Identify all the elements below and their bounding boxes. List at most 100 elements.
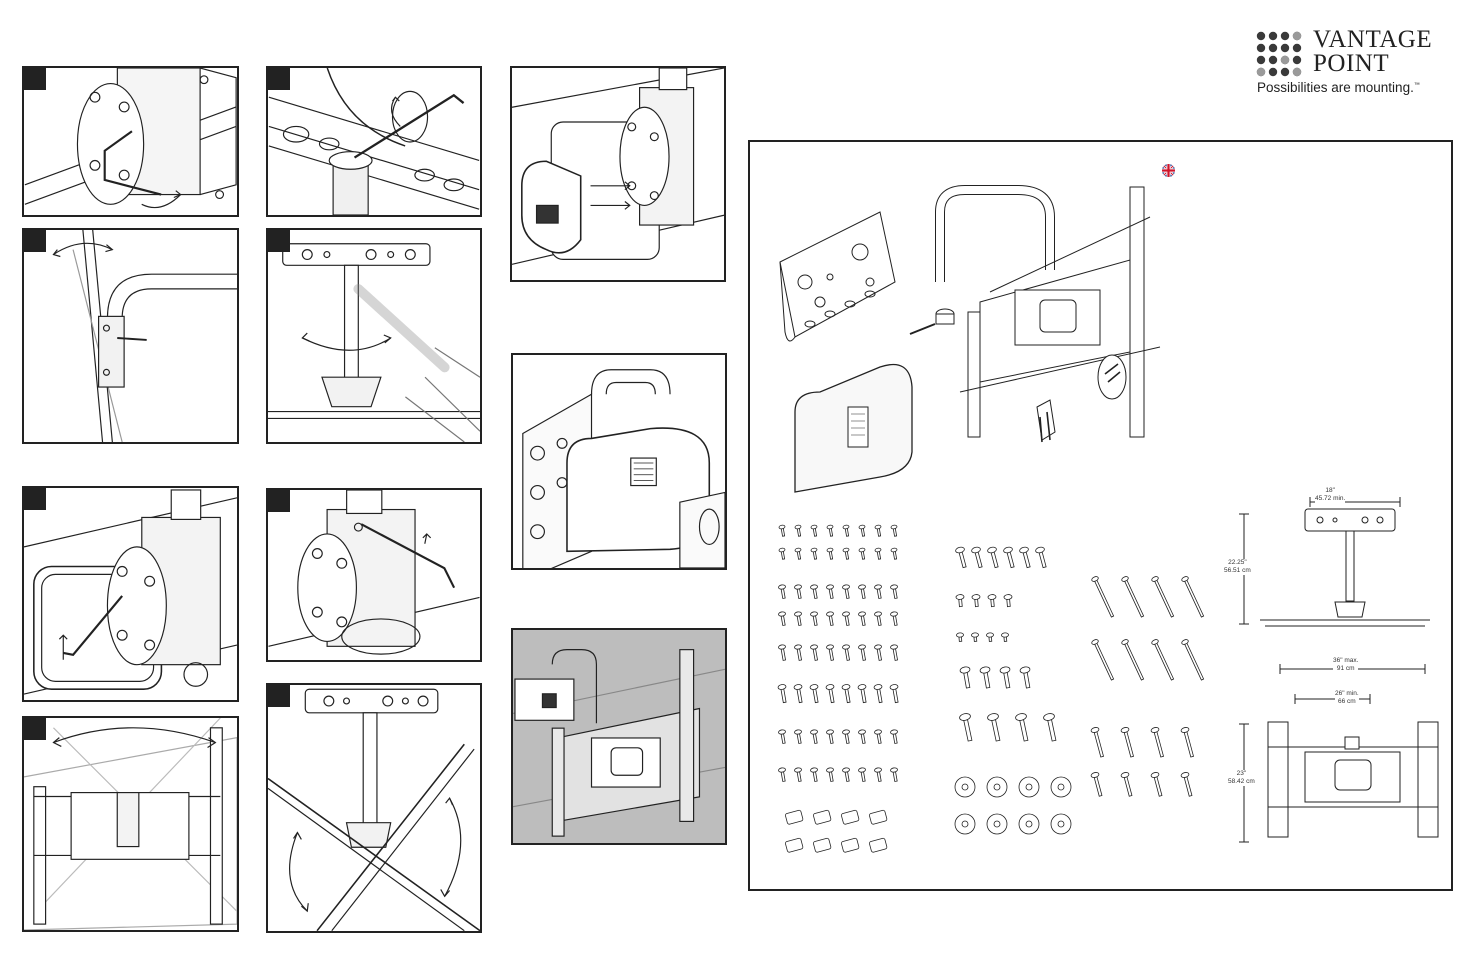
spacer-mark bbox=[785, 837, 804, 853]
screw-mark bbox=[1035, 546, 1047, 569]
washer-hole-mark bbox=[961, 783, 969, 791]
screw-mark bbox=[841, 684, 851, 704]
screw-mark bbox=[1090, 727, 1104, 758]
screw-mark bbox=[956, 632, 964, 642]
screw-mark bbox=[890, 644, 898, 661]
screw-mark bbox=[1180, 727, 1194, 758]
washer-hole-mark bbox=[1057, 820, 1065, 828]
screw-mark bbox=[810, 524, 818, 537]
screw-mark bbox=[971, 546, 983, 569]
screw-mark bbox=[810, 547, 818, 560]
screw-mark bbox=[810, 611, 818, 626]
screw-mark bbox=[987, 594, 997, 608]
screw-mark bbox=[874, 767, 882, 782]
plate-in: 23" bbox=[1236, 770, 1247, 777]
screw-mark bbox=[890, 611, 898, 626]
brand-name-line1: VANTAGE bbox=[1313, 26, 1433, 53]
screw-mark bbox=[955, 546, 967, 569]
step-number bbox=[24, 718, 46, 740]
logo-dots-icon bbox=[1256, 31, 1302, 77]
tilt-range-illustration bbox=[268, 688, 480, 931]
span-max-cm: 91 cm bbox=[1336, 665, 1355, 672]
screw-mark bbox=[1180, 772, 1193, 797]
screw-mark bbox=[890, 729, 898, 744]
screw-mark bbox=[874, 611, 882, 626]
screw-mark bbox=[810, 644, 818, 661]
cover-part bbox=[794, 363, 913, 493]
span-max-in: 36" max. bbox=[1333, 657, 1359, 664]
hardware-grid bbox=[777, 524, 1205, 853]
screw-mark bbox=[1043, 713, 1057, 742]
screw-mark bbox=[873, 684, 883, 704]
ceiling-plate-hex-key-illustration bbox=[268, 68, 480, 215]
step-panel-8 bbox=[266, 488, 482, 662]
screw-mark bbox=[826, 584, 834, 599]
swivel-plate-part bbox=[1097, 354, 1127, 400]
screw-mark bbox=[826, 767, 834, 782]
screw-mark bbox=[842, 729, 850, 744]
screw-mark bbox=[794, 524, 802, 537]
screw-mark bbox=[1003, 546, 1015, 569]
screw-mark bbox=[890, 524, 898, 537]
screw-mark bbox=[971, 594, 981, 608]
screw-mark bbox=[1019, 666, 1031, 689]
screw-mark bbox=[826, 729, 834, 744]
step-panel-1 bbox=[22, 66, 239, 217]
screw-mark bbox=[826, 524, 834, 537]
screw-mark bbox=[794, 729, 802, 744]
spacer-mark bbox=[869, 809, 888, 825]
brand-tagline: Possibilities are mounting.™ bbox=[1257, 80, 1420, 95]
step-panel-3 bbox=[510, 66, 726, 282]
screw-mark bbox=[979, 666, 991, 689]
trademark-mark: ™ bbox=[1413, 82, 1420, 89]
step-number bbox=[268, 490, 290, 512]
screw-mark bbox=[986, 632, 994, 642]
spacer-mark bbox=[785, 809, 804, 825]
screw-mark bbox=[858, 547, 866, 560]
parts-list-box: 18"45.72 min. 22.25"56.51 cm 36" max.91 … bbox=[748, 140, 1453, 891]
screw-mark bbox=[874, 584, 882, 599]
screw-mark bbox=[842, 611, 850, 626]
screw-mark bbox=[1001, 632, 1009, 642]
ceiling-plate-part bbox=[779, 211, 896, 342]
tagline-text: Possibilities are mounting. bbox=[1257, 80, 1414, 95]
step-panel-7 bbox=[22, 486, 239, 702]
screw-mark bbox=[1150, 772, 1163, 797]
screw-mark bbox=[778, 584, 786, 599]
spacer-mark bbox=[813, 837, 832, 853]
screw-mark bbox=[1015, 713, 1029, 742]
screw-mark bbox=[858, 644, 866, 661]
plate-label: 23"58.42 cm bbox=[1228, 770, 1255, 786]
cover-installed-illustration bbox=[522, 369, 725, 568]
screw-mark bbox=[793, 684, 803, 704]
screw-mark bbox=[874, 729, 882, 744]
width-min-cm: 45.72 min. bbox=[1315, 495, 1346, 502]
width-min-label: 18"45.72 min. bbox=[1315, 487, 1346, 503]
screw-mark bbox=[1003, 594, 1013, 608]
screw-mark bbox=[810, 584, 818, 599]
screw-mark bbox=[1091, 639, 1115, 681]
step-panel-10 bbox=[22, 716, 239, 932]
screw-mark bbox=[890, 584, 898, 599]
screw-mark bbox=[778, 524, 786, 537]
screw-mark bbox=[955, 594, 965, 608]
leveling-rotate-illustration bbox=[24, 718, 237, 930]
side-view-dimension-drawing bbox=[1239, 497, 1439, 843]
screw-mark bbox=[1181, 639, 1205, 681]
step-panel-4 bbox=[22, 228, 239, 444]
screw-mark bbox=[999, 666, 1011, 689]
step-number bbox=[24, 230, 46, 252]
step-number bbox=[268, 68, 290, 90]
spacer-mark bbox=[841, 809, 860, 825]
plate-cm: 58.42 cm bbox=[1228, 778, 1255, 785]
screw-mark bbox=[971, 632, 979, 642]
screw-mark bbox=[778, 644, 786, 661]
screw-mark bbox=[842, 584, 850, 599]
screw-mark bbox=[826, 547, 834, 560]
screw-mark bbox=[874, 524, 882, 537]
step-number bbox=[24, 488, 46, 510]
screw-mark bbox=[1120, 772, 1133, 797]
screw-mark bbox=[890, 547, 898, 560]
screw-mark bbox=[1121, 639, 1145, 681]
screw-mark bbox=[858, 611, 866, 626]
